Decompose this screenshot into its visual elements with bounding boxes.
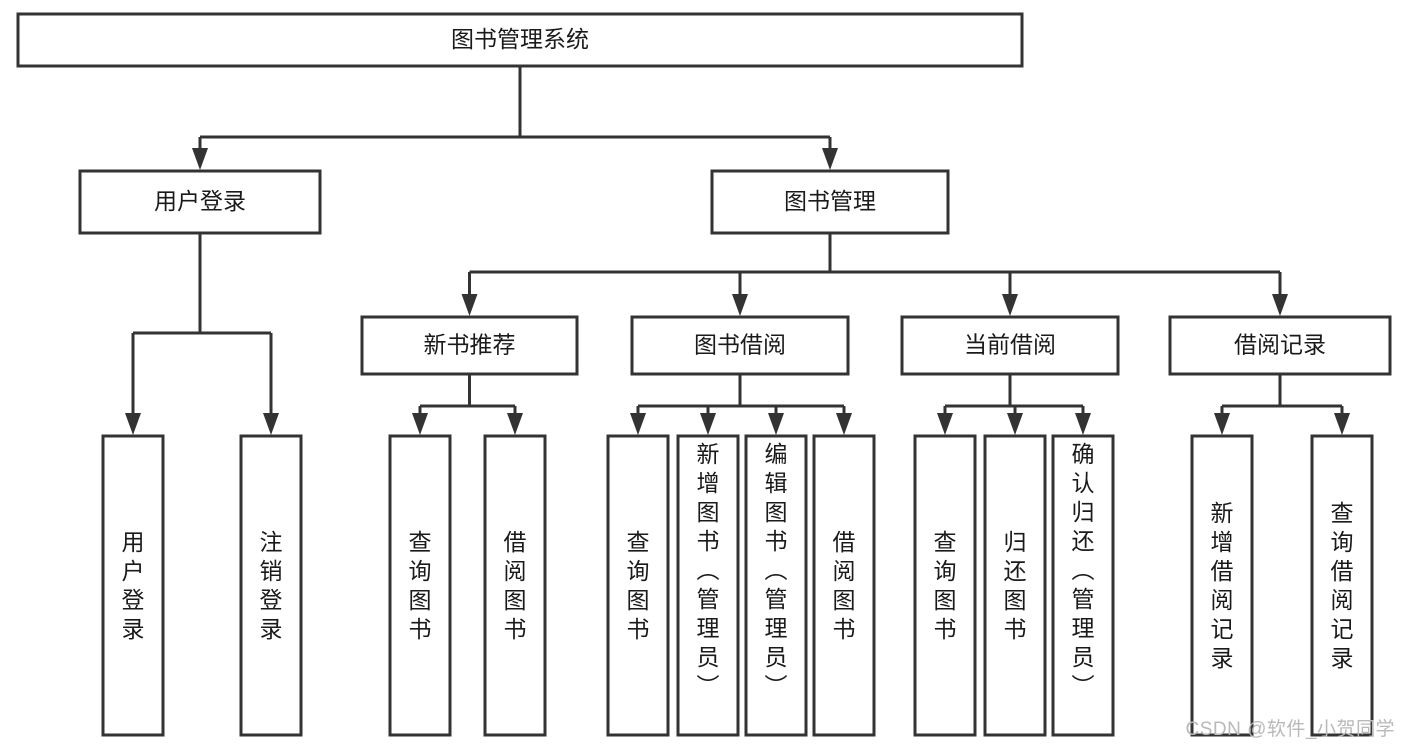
node-box-user-login[interactable]: [78, 169, 322, 235]
node-box-book-manage[interactable]: [710, 169, 950, 235]
connector-group: [412, 374, 523, 435]
connector-group: [192, 66, 838, 170]
node-label-book-manage: 图书管理: [784, 188, 876, 214]
node-leaf-add-book[interactable]: 新增图书︵管理员︶: [676, 434, 740, 737]
node-label-leaf-add-book: 新增图书︵管理员︶: [697, 441, 720, 699]
node-label-leaf-borrow-book-2: 借阅图书: [833, 529, 856, 642]
connector-group: [630, 374, 852, 435]
node-box-leaf-user-login[interactable]: [101, 434, 165, 737]
node-new-book-rec[interactable]: 新书推荐: [360, 315, 579, 376]
node-label-root: 图书管理系统: [451, 26, 589, 52]
node-user-login[interactable]: 用户登录: [78, 169, 322, 235]
node-borrow-record[interactable]: 借阅记录: [1168, 315, 1392, 376]
node-box-leaf-query-book-3[interactable]: [913, 434, 977, 737]
node-box-leaf-confirm-return[interactable]: [1051, 434, 1115, 737]
connector-group: [1214, 374, 1350, 435]
node-label-leaf-query-book-2: 查询图书: [627, 529, 650, 642]
connector-group: [125, 233, 279, 435]
node-box-leaf-query-book-1[interactable]: [388, 434, 452, 737]
node-label-leaf-add-record: 新增借阅记录: [1211, 500, 1234, 671]
node-label-leaf-query-book-3: 查询图书: [934, 529, 957, 642]
node-label-current-borrow: 当前借阅: [964, 332, 1056, 358]
node-label-leaf-borrow-book-1: 借阅图书: [504, 529, 527, 642]
node-label-book-borrow: 图书借阅: [694, 332, 786, 358]
node-label-leaf-user-login: 用户登录: [122, 529, 145, 642]
connector-group: [461, 233, 1288, 316]
node-leaf-edit-book[interactable]: 编辑图书︵管理员︶: [744, 434, 808, 737]
node-box-leaf-query-record[interactable]: [1310, 434, 1374, 737]
node-label-borrow-record: 借阅记录: [1234, 332, 1326, 358]
node-leaf-borrow-book-1[interactable]: 借阅图书: [483, 434, 547, 737]
node-label-leaf-logout: 注销登录: [260, 529, 283, 642]
node-box-leaf-return-book[interactable]: [983, 434, 1047, 737]
node-leaf-add-record[interactable]: 新增借阅记录: [1190, 434, 1254, 737]
node-layer: 图书管理系统用户登录图书管理新书推荐图书借阅当前借阅借阅记录用户登录注销登录查询…: [16, 12, 1392, 737]
node-box-leaf-logout[interactable]: [239, 434, 303, 737]
node-label-leaf-edit-book: 编辑图书︵管理员︶: [765, 441, 788, 699]
node-box-leaf-query-book-2[interactable]: [606, 434, 670, 737]
node-leaf-query-book-2[interactable]: 查询图书: [606, 434, 670, 737]
node-label-leaf-query-book-1: 查询图书: [409, 529, 432, 642]
node-box-leaf-edit-book[interactable]: [744, 434, 808, 737]
node-leaf-return-book[interactable]: 归还图书: [983, 434, 1047, 737]
node-box-leaf-add-record[interactable]: [1190, 434, 1254, 737]
node-box-root[interactable]: [16, 12, 1024, 68]
node-label-leaf-query-record: 查询借阅记录: [1331, 500, 1354, 671]
node-leaf-query-record[interactable]: 查询借阅记录: [1310, 434, 1374, 737]
node-leaf-query-book-3[interactable]: 查询图书: [913, 434, 977, 737]
node-label-new-book-rec: 新书推荐: [424, 332, 516, 358]
node-box-leaf-borrow-book-1[interactable]: [483, 434, 547, 737]
node-label-leaf-confirm-return: 确认归还︵管理员︶: [1072, 441, 1095, 699]
node-leaf-query-book-1[interactable]: 查询图书: [388, 434, 452, 737]
node-box-leaf-borrow-book-2[interactable]: [812, 434, 876, 737]
node-leaf-logout[interactable]: 注销登录: [239, 434, 303, 737]
node-label-leaf-return-book: 归还图书: [1004, 529, 1027, 642]
node-book-borrow[interactable]: 图书借阅: [630, 315, 850, 376]
node-box-leaf-add-book[interactable]: [676, 434, 740, 737]
node-root[interactable]: 图书管理系统: [16, 12, 1024, 68]
node-label-user-login: 用户登录: [154, 188, 246, 214]
connector-group: [937, 374, 1091, 435]
node-box-new-book-rec[interactable]: [360, 315, 579, 376]
node-book-manage[interactable]: 图书管理: [710, 169, 950, 235]
node-leaf-confirm-return[interactable]: 确认归还︵管理员︶: [1051, 434, 1115, 737]
node-leaf-borrow-book-2[interactable]: 借阅图书: [812, 434, 876, 737]
node-box-book-borrow[interactable]: [630, 315, 850, 376]
node-box-borrow-record[interactable]: [1168, 315, 1392, 376]
connector-layer: [125, 66, 1350, 435]
node-box-current-borrow[interactable]: [900, 315, 1120, 376]
node-current-borrow[interactable]: 当前借阅: [900, 315, 1120, 376]
node-leaf-user-login[interactable]: 用户登录: [101, 434, 165, 737]
